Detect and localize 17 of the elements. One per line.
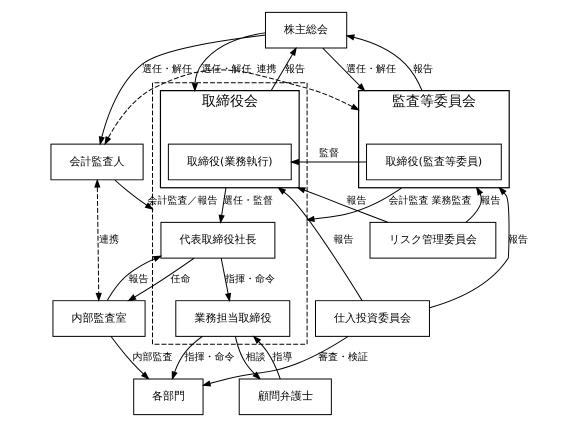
- edge-label: 指揮・命令: [184, 352, 234, 364]
- edge-label: 内部監査: [132, 352, 173, 364]
- edge-label: 報告: [334, 234, 354, 246]
- edge-label: 報告: [285, 64, 306, 75]
- edge-label: 審査・検証: [318, 352, 368, 364]
- edge-label: 任命: [170, 274, 190, 285]
- edge-label: 指導: [272, 352, 292, 364]
- edge-label: 選任・解任: [346, 64, 396, 75]
- edge-label: 連携: [256, 64, 276, 75]
- edge-label: 報告: [128, 274, 149, 285]
- edge-label: 連携: [98, 234, 119, 246]
- edge-label: 報告: [413, 64, 434, 75]
- edge-label: 相談: [246, 352, 266, 364]
- edge-label: 会計監査 業務監査: [388, 196, 472, 207]
- edge-label: 選任・解任: [142, 64, 192, 75]
- edge-label: 報告: [346, 196, 367, 207]
- edge-label: 監督: [318, 148, 339, 160]
